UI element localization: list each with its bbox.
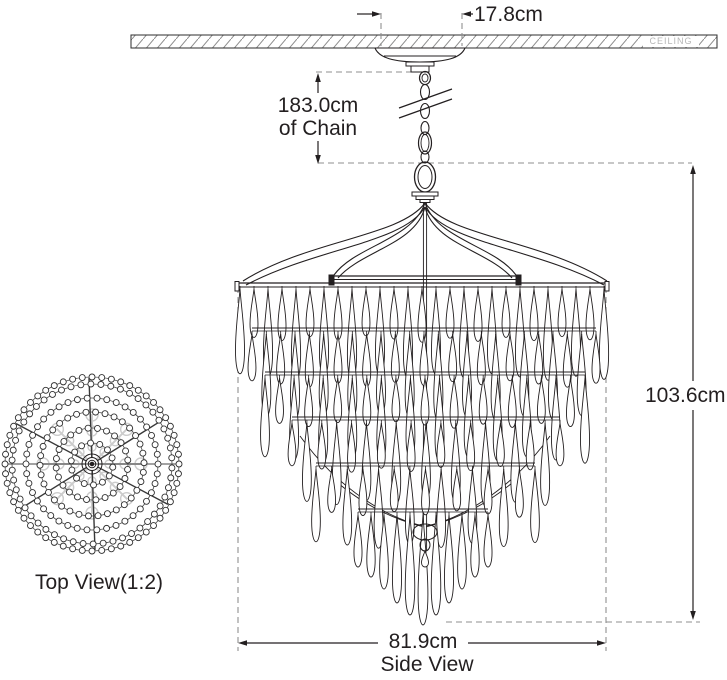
top-view-caption: Top View(1:2) (34, 571, 163, 594)
canopy (374, 47, 466, 86)
canopy-width-dimension: 17.8cm (474, 3, 543, 26)
crystal-tiers (235, 286, 610, 626)
side-view-caption: Side View (380, 653, 474, 676)
fixture-width-dimension: 81.9cm (388, 630, 458, 653)
chain-length-value: 183.0cm (277, 94, 359, 117)
hanging-chain (398, 83, 453, 164)
chain-length-dimension: 183.0cm of Chain (246, 94, 390, 140)
fixture-height-dimension: 103.6cm (645, 384, 726, 407)
ceiling-label: CEILING (649, 36, 693, 46)
dimension-lines (238, 11, 696, 646)
ceiling-band (130, 34, 718, 49)
chain-length-unit-text: of Chain (278, 117, 358, 140)
top-view-drawing (1, 373, 183, 555)
